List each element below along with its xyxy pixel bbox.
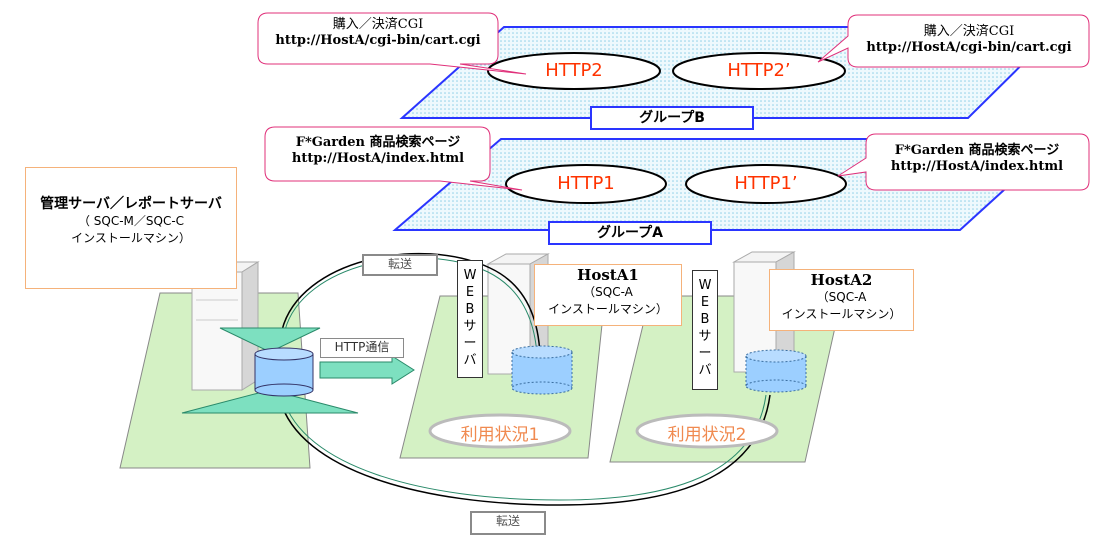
- callout-a-left: [264, 126, 523, 191]
- transfer-top-label: 転送: [362, 254, 438, 276]
- callout-b-left: [257, 12, 527, 75]
- web-char: サ: [463, 319, 477, 334]
- http1b-label: HTTP1’: [734, 173, 798, 194]
- manager-funnel-top: [219, 327, 321, 353]
- web-char: W: [463, 268, 477, 283]
- http1-ellipse: [505, 164, 667, 204]
- callout-a-left-line2: http://HostA/index.html: [291, 151, 465, 166]
- http2-label: HTTP2: [545, 60, 603, 81]
- usage2-label: 利用状況2: [667, 425, 747, 445]
- group-a-label: グループA: [548, 221, 712, 245]
- http1-label: HTTP1: [557, 173, 615, 194]
- transfer-arc-bottom: [279, 394, 771, 506]
- callout-a-left-line1: F*Garden 商品検索ページ: [295, 135, 461, 150]
- callout-b-right-text: 購入／決済CGI http://HostA/cgi-bin/cart.cgi: [852, 24, 1086, 56]
- web-char: B: [700, 312, 710, 327]
- hosta2-db-icon: [745, 349, 807, 393]
- web-char: バ: [698, 363, 712, 378]
- group-b-label: グループB: [590, 106, 754, 130]
- web-char: W: [698, 278, 712, 293]
- transfer-bottom-label: 転送: [470, 511, 546, 535]
- manager-info-box: 管理サーバ／レポートサーバ （ SQC-M／SQC-C インストールマシン）: [25, 167, 237, 289]
- manager-title: 管理サーバ／レポートサーバ: [40, 196, 222, 212]
- hosta1-title: HostA1: [577, 266, 639, 284]
- manager-funnel-bottom: [181, 389, 359, 414]
- callout-a-right-line2: http://HostA/index.html: [890, 159, 1064, 174]
- callout-b-left-line2: http://HostA/cgi-bin/cart.cgi: [275, 33, 481, 48]
- hosta1-info-box: HostA1 （SQC-A インストールマシン）: [534, 264, 682, 326]
- manager-line2: （ SQC-M／SQC-C: [77, 214, 185, 228]
- transfer-arc-bottom-inner: [282, 394, 767, 501]
- web-char: ー: [463, 336, 477, 351]
- callout-b-right-line2: http://HostA/cgi-bin/cart.cgi: [866, 40, 1072, 55]
- web-char: ー: [698, 346, 712, 361]
- callout-a-right-line1: F*Garden 商品検索ページ: [894, 143, 1060, 158]
- hosta1-line2: （SQC-A: [583, 285, 633, 299]
- callout-b-right: [817, 14, 1090, 68]
- hosta1-line3: インストールマシン）: [548, 302, 668, 316]
- http-comm-arrow: [319, 355, 415, 385]
- callout-b-right-line1: 購入／決済CGI: [923, 24, 1015, 39]
- callout-b-left-text: 購入／決済CGI http://HostA/cgi-bin/cart.cgi: [262, 17, 494, 49]
- callout-a-left-text: F*Garden 商品検索ページ http://HostA/index.html: [268, 135, 488, 167]
- manager-line3: インストールマシン）: [71, 231, 191, 245]
- hosta1-db-icon: [511, 345, 573, 395]
- hosta1-web-server-label: W E B サ ー バ: [457, 260, 483, 378]
- hosta2-web-server-label: W E B サ ー バ: [692, 270, 718, 390]
- hosta2-title: HostA2: [810, 271, 873, 289]
- web-char: E: [465, 285, 475, 300]
- hosta2-info-box: HostA2 （SQC-A インストールマシン）: [769, 269, 914, 331]
- web-char: E: [700, 295, 710, 310]
- manager-db-icon: [254, 347, 314, 397]
- web-char: バ: [463, 353, 477, 368]
- http2b-label: HTTP2’: [727, 60, 791, 81]
- http-comm-label: HTTP通信: [320, 338, 404, 358]
- callout-b-left-line1: 購入／決済CGI: [332, 17, 424, 32]
- usage1-ellipse: [428, 413, 572, 449]
- http1b-ellipse: [685, 164, 847, 204]
- web-char: サ: [698, 329, 712, 344]
- hosta2-line2: （SQC-A: [816, 290, 867, 304]
- http2-ellipse: [487, 52, 661, 90]
- transfer-arc-top: [281, 252, 541, 356]
- http2b-ellipse: [672, 52, 846, 90]
- callout-a-right: [837, 133, 1090, 191]
- hosta2-line3: インストールマシン）: [781, 307, 902, 321]
- callout-a-right-text: F*Garden 商品検索ページ http://HostA/index.html: [868, 143, 1086, 175]
- usage2-ellipse: [635, 413, 779, 449]
- web-char: B: [465, 302, 475, 317]
- usage1-label: 利用状況1: [460, 425, 540, 445]
